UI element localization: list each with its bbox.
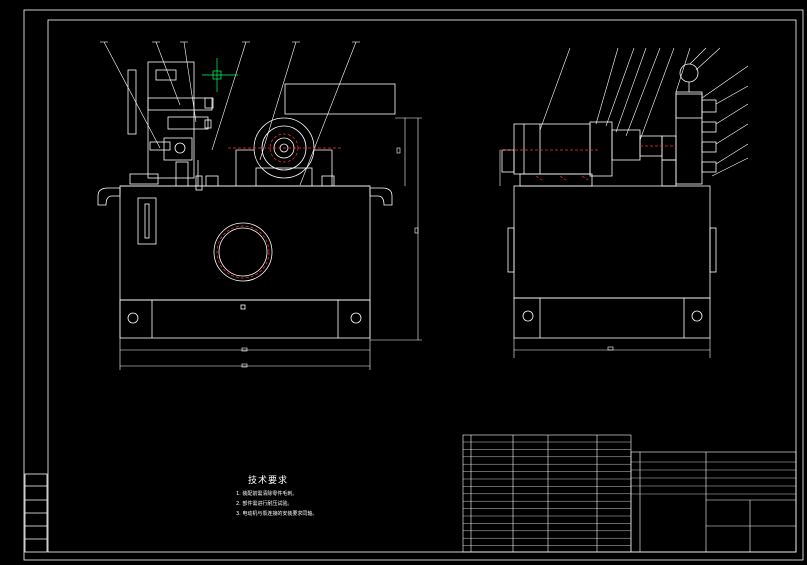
lifting-lug-left: [97, 187, 121, 206]
bom-rows: [463, 441, 796, 546]
lifting-lug-right: [369, 187, 393, 206]
sheet-inner-border: [47, 19, 797, 553]
leader-lines-front: [100, 41, 360, 186]
valve-stack-front: [127, 61, 214, 191]
front-view: [97, 61, 422, 370]
anchor-hole-right: [350, 312, 362, 324]
anchor-hole-left: [127, 312, 139, 324]
pressure-gauge: [679, 63, 699, 83]
title-block: [462, 434, 797, 553]
valve-stack-side: [661, 63, 717, 187]
side-view: [499, 63, 717, 358]
inspection-port-hidden: [216, 225, 270, 279]
cad-crosshair: [202, 58, 238, 92]
binding-strip: [24, 473, 48, 553]
side-anchor-hole-right: [691, 310, 703, 322]
sheet-border: [23, 9, 804, 561]
note-item-1: 1. 装配前需清除零件毛刺。: [236, 491, 298, 497]
side-base-skid: [513, 297, 711, 339]
side-motor: [513, 123, 591, 175]
sight-glass: [137, 197, 157, 245]
side-tank-body: [513, 185, 711, 299]
note-item-3: 3. 电动机与泵连接的安装要求同轴。: [236, 511, 318, 517]
notes-title: 技术要求: [248, 476, 289, 486]
note-item-2: 2. 部件需进行耐压试验。: [236, 501, 293, 507]
front-dimensions: [119, 117, 422, 370]
leader-lines-side: [539, 47, 749, 177]
tank-body: [119, 185, 371, 301]
inspection-port: [213, 222, 273, 282]
side-anchor-hole-left: [522, 310, 534, 322]
side-dimensions: [499, 150, 711, 358]
